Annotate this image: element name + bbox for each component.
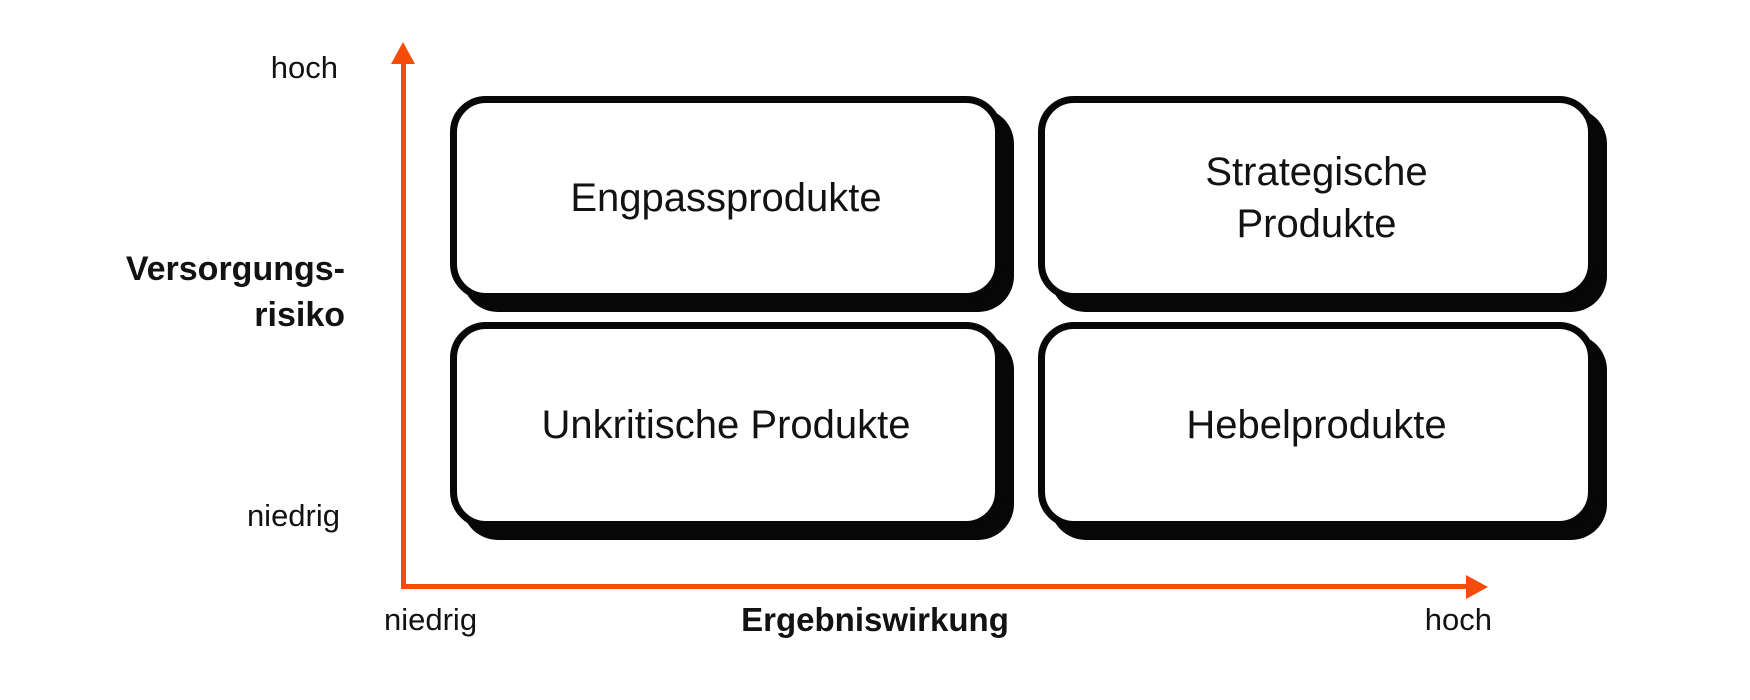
quadrant-label: Unkritische Produkte: [541, 403, 911, 447]
y-axis-label-low: niedrig: [246, 498, 340, 533]
quadrant-bottleneck-products: Engpassprodukte: [450, 96, 1002, 300]
quadrant-leverage-products: Hebelprodukte: [1038, 322, 1595, 528]
x-axis-title: Ergebniswirkung: [741, 601, 1009, 638]
quadrant-non-critical-products: Unkritische Produkte: [450, 322, 1002, 528]
x-axis-line: [401, 584, 1470, 589]
quadrant-label: Strategische Produkte: [1205, 150, 1428, 246]
quadrant-strategic-products: Strategische Produkte: [1038, 96, 1595, 300]
y-axis-line: [401, 58, 406, 588]
arrow-up-icon: [391, 42, 415, 64]
y-axis-title: Versorgungs- risiko: [125, 250, 345, 334]
quadrant-label: Hebelprodukte: [1186, 403, 1447, 447]
arrow-right-icon: [1466, 575, 1488, 599]
x-axis-label-high: hoch: [1424, 602, 1492, 637]
quadrant-label: Engpassprodukte: [570, 176, 882, 220]
y-axis-label-high: hoch: [270, 50, 338, 85]
x-axis-label-low: niedrig: [384, 602, 478, 637]
